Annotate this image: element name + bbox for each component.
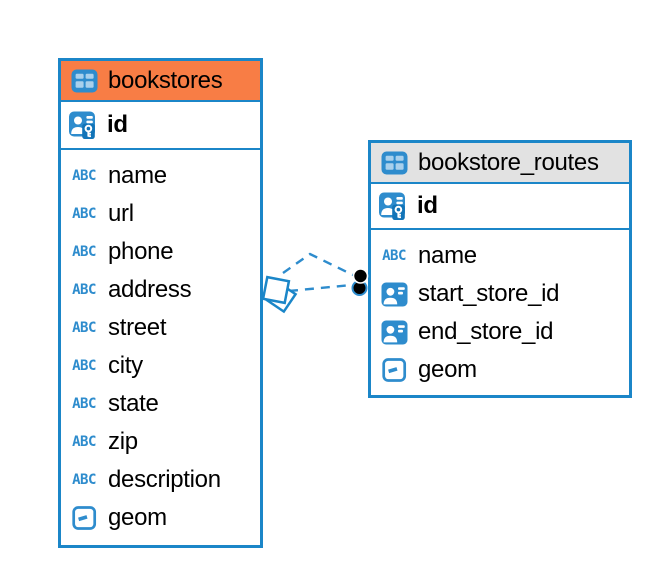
text-type-icon: ABC <box>72 396 96 412</box>
reference-type-icon <box>379 320 409 345</box>
column-row-geom[interactable]: geom <box>371 351 629 389</box>
geometry-type-icon <box>379 358 409 382</box>
column-row-phone[interactable]: ABC phone <box>61 233 260 271</box>
column-row-zip[interactable]: ABC zip <box>61 423 260 461</box>
table-header-bookstore-routes[interactable]: bookstore_routes <box>371 143 629 184</box>
column-row-name[interactable]: ABC name <box>371 237 629 275</box>
column-name: zip <box>108 428 138 455</box>
diamond-front <box>261 275 291 305</box>
column-name: phone <box>108 238 174 265</box>
primary-key-icon <box>68 110 98 141</box>
column-list-bookstore-routes: ABC name start_store_id <box>371 230 629 395</box>
text-type-icon: ABC <box>72 168 96 184</box>
column-row-address[interactable]: ABC address <box>61 271 260 309</box>
column-row-street[interactable]: ABC street <box>61 309 260 347</box>
relationship-endpoint-dots[interactable] <box>351 268 369 296</box>
column-list-bookstores: ABC name ABC url ABC phone ABC address A… <box>61 150 260 545</box>
table-title: bookstores <box>108 66 223 94</box>
column-name: url <box>108 200 134 227</box>
text-type-icon: ABC <box>72 244 96 260</box>
column-name: name <box>418 242 477 269</box>
relationship-edge-end-store[interactable] <box>288 283 353 293</box>
column-row-state[interactable]: ABC state <box>61 385 260 423</box>
text-type-icon: ABC <box>72 472 96 488</box>
endpoint-dot-upper <box>352 268 369 284</box>
entity-table-bookstores[interactable]: bookstores id A <box>58 58 263 548</box>
column-row-name[interactable]: ABC name <box>61 157 260 195</box>
column-name: address <box>108 276 192 303</box>
column-row-url[interactable]: ABC url <box>61 195 260 233</box>
relationship-edge-start-store[interactable] <box>282 252 354 277</box>
column-name: geom <box>108 504 167 531</box>
column-row-start-store-id[interactable]: start_store_id <box>371 275 629 313</box>
column-row-description[interactable]: ABC description <box>61 461 260 499</box>
column-name: description <box>108 466 221 493</box>
column-name: start_store_id <box>418 280 560 307</box>
text-type-icon: ABC <box>72 320 96 336</box>
reference-type-icon <box>379 282 409 307</box>
column-name: id <box>107 111 128 138</box>
column-row-city[interactable]: ABC city <box>61 347 260 385</box>
text-type-icon: ABC <box>382 248 406 264</box>
geometry-type-icon <box>69 506 99 530</box>
text-type-icon: ABC <box>72 434 96 450</box>
column-name: city <box>108 352 143 379</box>
column-row-geom[interactable]: geom <box>61 499 260 537</box>
table-header-bookstores[interactable]: bookstores <box>61 61 260 102</box>
column-name: state <box>108 390 159 417</box>
column-name: street <box>108 314 167 341</box>
column-row-bookstores-id[interactable]: id <box>61 102 260 150</box>
entity-table-bookstore-routes[interactable]: bookstore_routes id <box>368 140 632 398</box>
text-type-icon: ABC <box>72 358 96 374</box>
column-row-routes-id[interactable]: id <box>371 184 629 230</box>
table-title: bookstore_routes <box>418 148 599 176</box>
column-name: geom <box>418 356 477 383</box>
primary-key-icon <box>378 191 408 222</box>
column-name: id <box>417 192 438 219</box>
column-row-end-store-id[interactable]: end_store_id <box>371 313 629 351</box>
column-name: name <box>108 162 167 189</box>
column-name: end_store_id <box>418 318 554 345</box>
text-type-icon: ABC <box>72 282 96 298</box>
table-icon <box>379 151 409 175</box>
relationship-diamond-marker[interactable] <box>261 275 298 314</box>
text-type-icon: ABC <box>72 206 96 222</box>
table-icon <box>69 69 99 93</box>
